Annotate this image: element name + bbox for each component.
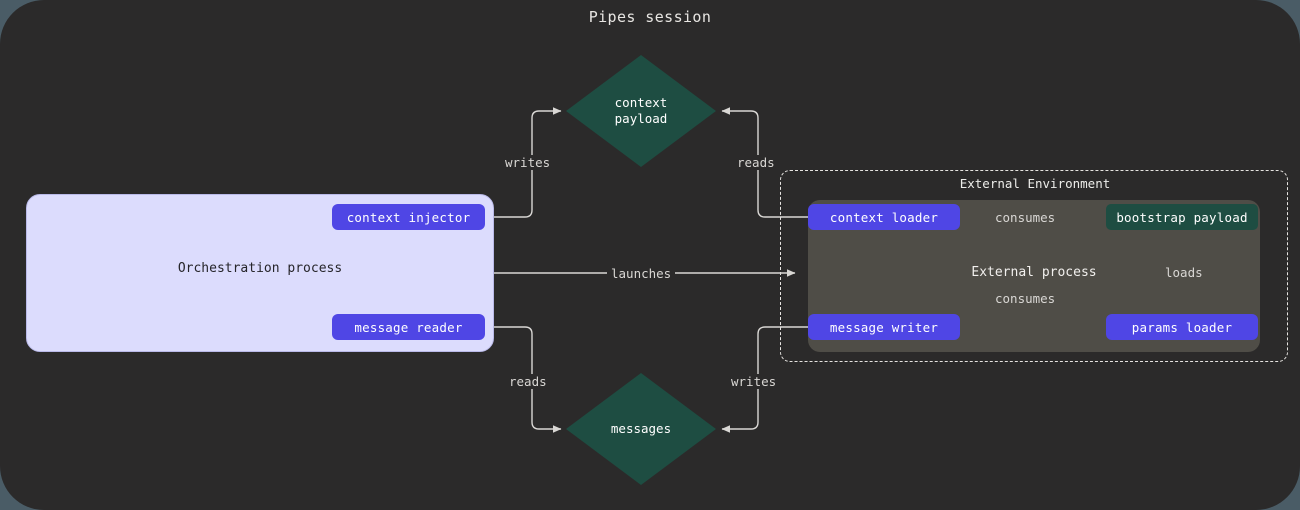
store-context-payload-label: context payload: [566, 55, 716, 167]
orchestration-process-label: Orchestration process: [177, 261, 343, 276]
store-context-payload[interactable]: context payload: [566, 55, 716, 167]
edge-label-writes-context: writes: [501, 155, 555, 170]
node-message-reader[interactable]: message reader: [332, 314, 485, 340]
edge-label-consumes-context: consumes: [991, 210, 1060, 225]
node-context-injector-label: context injector: [346, 209, 471, 225]
edge-label-launches: launches: [607, 266, 676, 281]
store-context-payload-line2: payload: [614, 111, 668, 126]
external-environment-boundary: External Environment: [780, 170, 1288, 362]
node-context-loader-label: context loader: [829, 209, 939, 225]
edge-label-reads-messages: reads: [505, 374, 551, 389]
node-bootstrap-payload-label: bootstrap payload: [1116, 209, 1248, 225]
node-message-reader-label: message reader: [354, 319, 463, 335]
edge-label-consumes-message: consumes: [991, 291, 1060, 306]
node-bootstrap-payload[interactable]: bootstrap payload: [1106, 204, 1258, 230]
node-message-writer-label: message writer: [829, 319, 939, 335]
edge-label-reads-context: reads: [733, 155, 779, 170]
external-environment-label: External Environment: [959, 176, 1111, 191]
node-context-injector[interactable]: context injector: [332, 204, 485, 230]
store-messages[interactable]: messages: [566, 373, 716, 485]
store-messages-line1: messages: [610, 421, 672, 436]
node-params-loader[interactable]: params loader: [1106, 314, 1258, 340]
edge-label-loads-params: loads: [1161, 265, 1207, 280]
external-process-label: External process: [971, 265, 1097, 280]
node-params-loader-label: params loader: [1131, 319, 1233, 335]
node-message-writer[interactable]: message writer: [808, 314, 960, 340]
page-title: Pipes session: [588, 8, 712, 26]
store-context-payload-line1: context: [614, 95, 668, 110]
edge-label-writes-messages: writes: [727, 374, 781, 389]
store-messages-label: messages: [566, 373, 716, 485]
node-context-loader[interactable]: context loader: [808, 204, 960, 230]
